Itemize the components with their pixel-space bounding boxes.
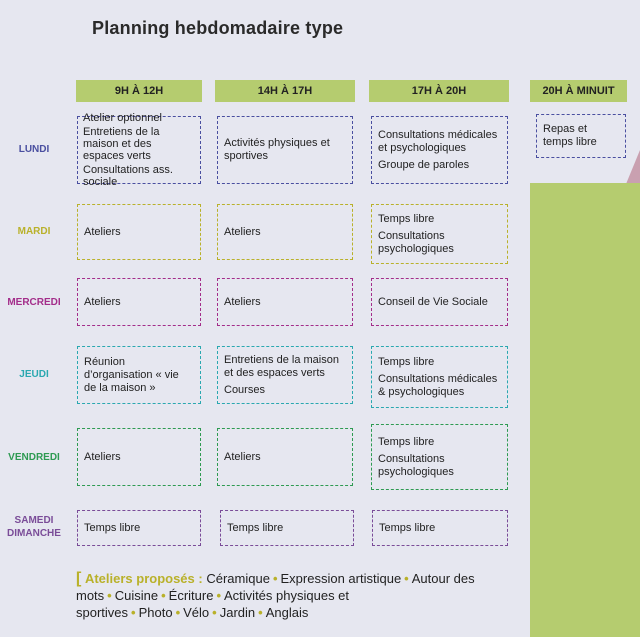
day-label-dimanche: DIMANCHE xyxy=(7,528,61,539)
cell-mercredi-afternoon: Ateliers xyxy=(217,278,353,326)
day-label-samedi: SAMEDI xyxy=(14,515,54,526)
cell-line: Consultations ass. sociale xyxy=(83,164,173,188)
cell-jeudi-afternoon: Entretiens de la maison et des espaces v… xyxy=(217,346,353,404)
cell-line: Entretiens de la maison et des espaces v… xyxy=(224,353,339,379)
day-label-vendredi: VENDREDI xyxy=(8,452,60,463)
cell-line: Consultations psychologiques xyxy=(378,452,454,478)
cell-line: Activités physiques et sportives xyxy=(224,137,330,162)
decorative-triangle xyxy=(626,150,640,184)
column-header-afternoon: 14H À 17H xyxy=(215,80,355,102)
cell-vendredi-evening: Temps libre Consultations psychologiques xyxy=(371,424,508,490)
cell-line: Consultations médicales et psychologique… xyxy=(378,128,498,154)
cell-line: Temps libre xyxy=(378,355,435,368)
day-label-lundi: LUNDI xyxy=(18,144,50,155)
separator-dot: • xyxy=(258,605,263,620)
cell-line: Ateliers xyxy=(84,295,121,308)
workshop-item: Activités physiques et sportives xyxy=(76,588,350,620)
cell-line: Repas et temps libre xyxy=(543,123,597,148)
cell-line: Consultations psychologiques xyxy=(378,229,454,255)
page-title: Planning hebdomadaire type xyxy=(92,18,344,38)
separator-dot: • xyxy=(216,588,222,603)
workshop-item: Anglais xyxy=(265,605,309,620)
day-label-weekend: SAMEDI DIMANCHE xyxy=(0,514,68,540)
cell-lundi-night: Repas et temps libre xyxy=(536,114,626,158)
workshop-item: Photo xyxy=(138,605,173,620)
cell-mercredi-morning: Ateliers xyxy=(77,278,201,326)
workshop-item: Autour des mots xyxy=(76,571,475,603)
workshop-item: Vélo xyxy=(183,605,210,620)
separator-dot: • xyxy=(175,605,181,620)
cell-line: Entretiens de la maison et des espaces v… xyxy=(83,126,160,162)
day-label-mardi: MARDI xyxy=(17,226,51,237)
column-header-evening: 17H À 20H xyxy=(369,80,509,102)
cell-jeudi-morning: Réunion d’organisation « vie de la maiso… xyxy=(77,346,201,404)
cell-line: Ateliers xyxy=(84,450,121,463)
cell-line: Temps libre xyxy=(379,521,436,534)
cell-line: Temps libre xyxy=(84,521,141,534)
cell-samedi-afternoon: Temps libre xyxy=(220,510,354,546)
separator-dot: • xyxy=(212,605,217,620)
cell-samedi-morning: Temps libre xyxy=(77,510,201,546)
cell-line: Temps libre xyxy=(378,212,435,225)
workshop-item: Écriture xyxy=(168,588,214,603)
cell-line: Temps libre xyxy=(378,435,435,448)
separator-dot: • xyxy=(107,588,112,603)
cell-line: Atelier optionnel xyxy=(83,112,162,124)
workshop-item: Céramique xyxy=(206,571,270,586)
cell-mardi-morning: Ateliers xyxy=(77,204,201,260)
cell-line: Courses xyxy=(224,383,265,396)
workshops-list: [ Ateliers proposés : Céramique•Expressi… xyxy=(76,570,516,621)
cell-mercredi-evening: Conseil de Vie Sociale xyxy=(371,278,508,326)
column-header-morning: 9H À 12H xyxy=(76,80,202,102)
cell-line: Ateliers xyxy=(84,225,121,238)
cell-line: Ateliers xyxy=(224,295,261,308)
cell-line: Ateliers xyxy=(224,450,261,463)
separator-dot: • xyxy=(161,588,166,603)
cell-lundi-afternoon: Activités physiques et sportives xyxy=(217,116,353,184)
separator-dot: • xyxy=(272,571,278,586)
bracket-glyph: [ xyxy=(76,570,82,587)
cell-lundi-morning: Atelier optionnel Entretiens de la maiso… xyxy=(77,112,201,188)
cell-samedi-evening: Temps libre xyxy=(372,510,508,546)
day-label-mercredi: MERCREDI xyxy=(7,297,61,308)
workshop-item: Expression artistique xyxy=(280,571,402,586)
separator-dot: • xyxy=(131,605,136,620)
workshops-heading: Ateliers proposés : xyxy=(84,571,203,586)
cell-lundi-evening: Consultations médicales et psychologique… xyxy=(371,116,508,184)
cell-line: Conseil de Vie Sociale xyxy=(378,295,488,308)
separator-dot: • xyxy=(404,571,409,586)
cell-line: Temps libre xyxy=(227,521,284,534)
cell-mardi-evening: Temps libre Consultations psychologiques xyxy=(371,204,508,264)
side-panel xyxy=(530,183,640,637)
cell-line: Réunion d’organisation « vie de la maiso… xyxy=(84,355,179,394)
cell-jeudi-evening: Temps libre Consultations médicales & ps… xyxy=(371,346,508,408)
column-header-night: 20H À MINUIT xyxy=(530,80,627,102)
day-label-jeudi: JEUDI xyxy=(19,369,49,380)
cell-line: Groupe de paroles xyxy=(378,158,470,171)
cell-vendredi-afternoon: Ateliers xyxy=(217,428,353,486)
cell-mardi-afternoon: Ateliers xyxy=(217,204,353,260)
cell-line: Ateliers xyxy=(224,225,261,238)
workshop-item: Cuisine xyxy=(114,588,159,603)
cell-line: Consultations médicales & psychologiques xyxy=(378,372,498,398)
cell-vendredi-morning: Ateliers xyxy=(77,428,201,486)
workshop-item: Jardin xyxy=(219,605,256,620)
